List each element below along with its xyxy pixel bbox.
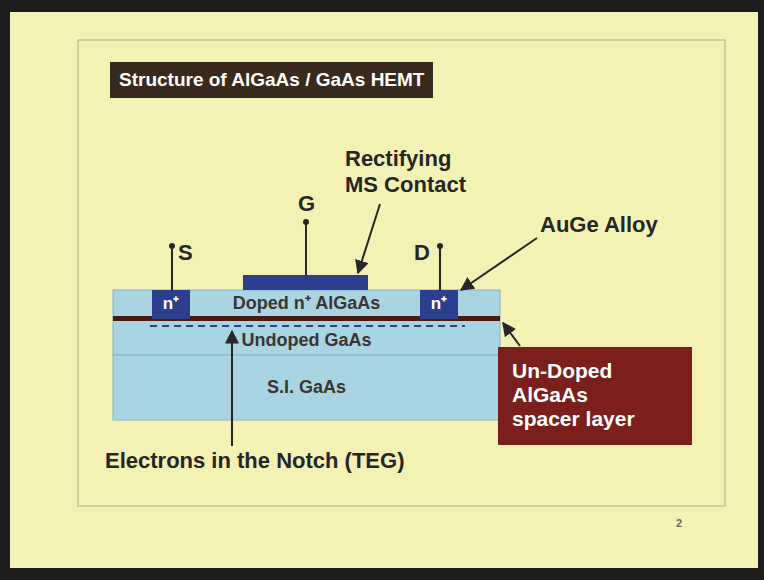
leader-line xyxy=(503,323,520,346)
terminal-name: G xyxy=(298,191,315,217)
terminal-dot xyxy=(169,243,175,249)
terminal-dot xyxy=(303,219,309,225)
drain-wire xyxy=(439,247,441,290)
callout-label: Electrons in the Notch (TEG) xyxy=(105,448,404,474)
slide-title: Structure of AlGaAs / GaAs HEMT xyxy=(110,62,433,98)
layer-band: S.I. GaAs xyxy=(113,355,500,420)
source-wire xyxy=(171,247,173,290)
callout-label: Rectifying MS Contact xyxy=(345,146,480,198)
node-text: n⁺ xyxy=(420,290,458,317)
callout-box: Un-Doped AlGaAs spacer layer xyxy=(498,347,692,445)
node-text: n⁺ xyxy=(152,290,190,317)
slide-frame xyxy=(78,40,725,506)
callout-label: AuGe Alloy xyxy=(540,212,658,238)
gate-metal xyxy=(243,275,368,290)
leader-line xyxy=(231,331,233,446)
ohmic-contact: n⁺ xyxy=(152,290,190,319)
doped-layer xyxy=(113,290,500,318)
layer-band: Doped n⁺ AlGaAsn⁺n⁺ xyxy=(113,290,500,316)
undoped-layer xyxy=(113,318,500,355)
layer-band: Undoped GaAs xyxy=(113,321,500,355)
slide-background xyxy=(10,12,758,568)
leader-line xyxy=(461,238,537,290)
node-text: Un-Doped AlGaAs spacer layer xyxy=(512,359,647,431)
page-number: 2 xyxy=(676,516,682,530)
terminal-name: S xyxy=(178,240,193,266)
substrate-layer xyxy=(113,355,500,420)
node-text: S.I. GaAs xyxy=(113,376,500,398)
electron-gas xyxy=(150,325,465,327)
ohmic-contact: n⁺ xyxy=(420,290,458,319)
terminal-name: D xyxy=(414,240,430,266)
node-text: Undoped GaAs xyxy=(113,329,500,351)
gate-wire xyxy=(305,223,307,275)
leader-line xyxy=(358,204,380,273)
terminal-dot xyxy=(437,243,443,249)
